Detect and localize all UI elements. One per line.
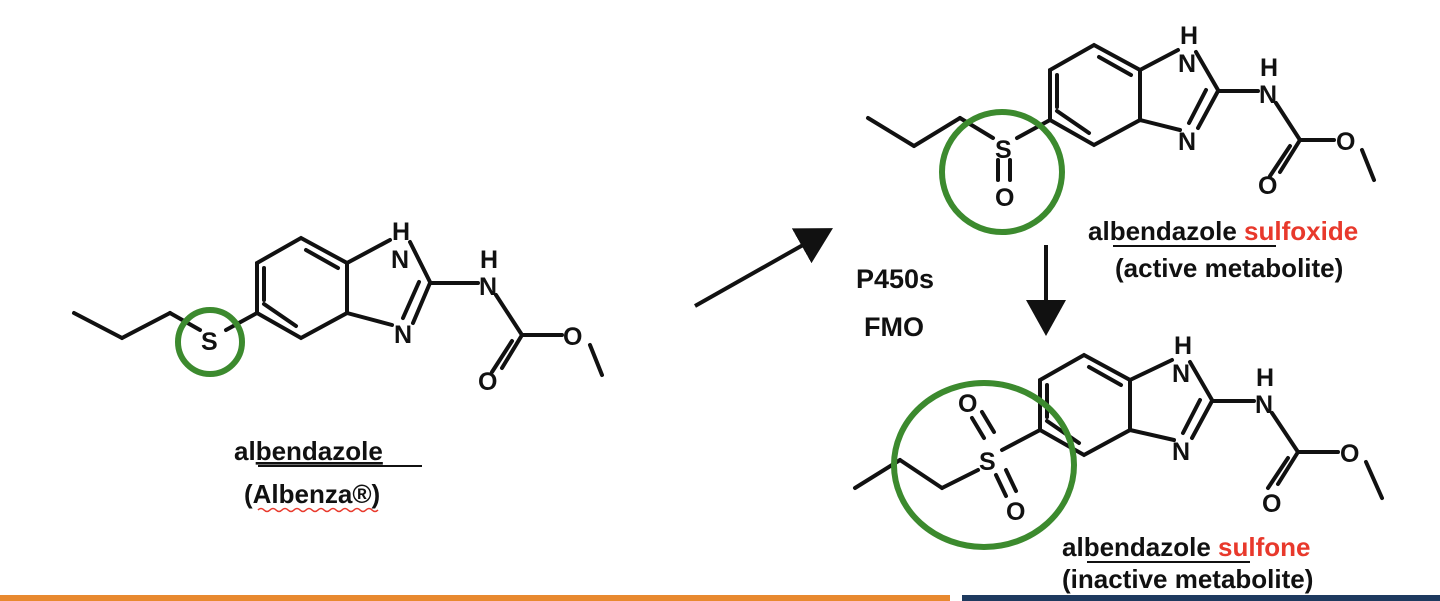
sulfone-name-core: bendazole [1084, 532, 1211, 562]
sulfide-highlight-circle [175, 307, 245, 377]
sulfone-label: albendazole sulfone (inactive metabolite… [1062, 532, 1313, 594]
sulfoxide-o-label: O [995, 184, 1014, 212]
condition-fmo: FMO [864, 312, 924, 342]
albendazole-name-prefix: al [234, 436, 256, 466]
sulfoxide-ester-o-label: O [1336, 128, 1355, 156]
sulfone-n-label: N [1172, 438, 1190, 466]
albendazole-name-core: bendazole [256, 436, 383, 466]
sulfide-s-label: S [201, 328, 218, 356]
sulfone-highlight-circle [891, 380, 1077, 550]
sulfone-o-top-label: O [958, 390, 977, 418]
svg-text:albendazole sulfoxide: albendazole sulfoxide [1088, 216, 1358, 246]
carbamate-n-label: N [479, 273, 497, 301]
sulfone-nh-h-label: H [1174, 332, 1192, 360]
sulfone-note: (inactive metabolite) [1062, 564, 1313, 594]
imidazole-nh-n-label: N [391, 246, 409, 274]
bottom-accent-bar-right [962, 595, 1440, 601]
sulfoxide-name-prefix: al [1088, 216, 1110, 246]
carbonyl-o-label: O [478, 368, 497, 396]
sulfoxide-label: albendazole sulfoxide (active metabolite… [1088, 216, 1358, 283]
ester-o-label: O [563, 323, 582, 351]
sulfone-s-label: S [979, 448, 996, 476]
sulfone-name-suffix: sulfone [1211, 532, 1311, 562]
imidazole-nh-h-label: H [392, 218, 410, 246]
reaction-arrow [694, 228, 833, 308]
sulfoxide-name-core: bendazole [1110, 216, 1237, 246]
albendazole-label: albendazole (Albenza®) [234, 436, 422, 513]
albendazole-brand: (Albenza®) [244, 479, 380, 509]
sulfoxide-name-suffix: sulfoxide [1237, 216, 1358, 246]
sulfoxide-carbonyl-o-label: O [1258, 172, 1277, 200]
condition-p450s: P450s [856, 264, 934, 294]
sulfoxide-structure: S O H N N H N O O [866, 22, 1376, 235]
sulfone-nh-n-label: N [1172, 360, 1190, 388]
imidazole-n-label: N [394, 321, 412, 349]
sulfone-name-prefix: al [1062, 532, 1084, 562]
albendazole-structure: S H N N H N O O [72, 218, 604, 396]
sulfone-carbonyl-o-label: O [1262, 490, 1281, 518]
sulfone-carbamate-h-label: H [1256, 364, 1274, 392]
sulfone-o-bottom-label: O [1006, 498, 1025, 526]
sulfoxide-nh-h-label: H [1180, 22, 1198, 50]
svg-text:albendazole sulfone: albendazole sulfone [1062, 532, 1311, 562]
sulfoxide-highlight-circle [939, 109, 1065, 235]
sulfone-ester-o-label: O [1340, 440, 1359, 468]
sulfoxide-n-label: N [1178, 128, 1196, 156]
sulfoxide-s-label: S [995, 136, 1012, 164]
svg-text:albendazole: albendazole [234, 436, 383, 466]
sulfoxide-nh-n-label: N [1178, 50, 1196, 78]
sulfone-carbamate-n-label: N [1255, 391, 1273, 419]
sulfone-structure: S O O H N N H N O O [853, 332, 1384, 550]
bottom-accent-bar-left [0, 595, 950, 601]
sulfoxide-note: (active metabolite) [1115, 253, 1343, 283]
carbamate-nh-h-label: H [480, 246, 498, 274]
sulfoxide-carbamate-h-label: H [1260, 54, 1278, 82]
sulfoxide-carbamate-n-label: N [1259, 81, 1277, 109]
